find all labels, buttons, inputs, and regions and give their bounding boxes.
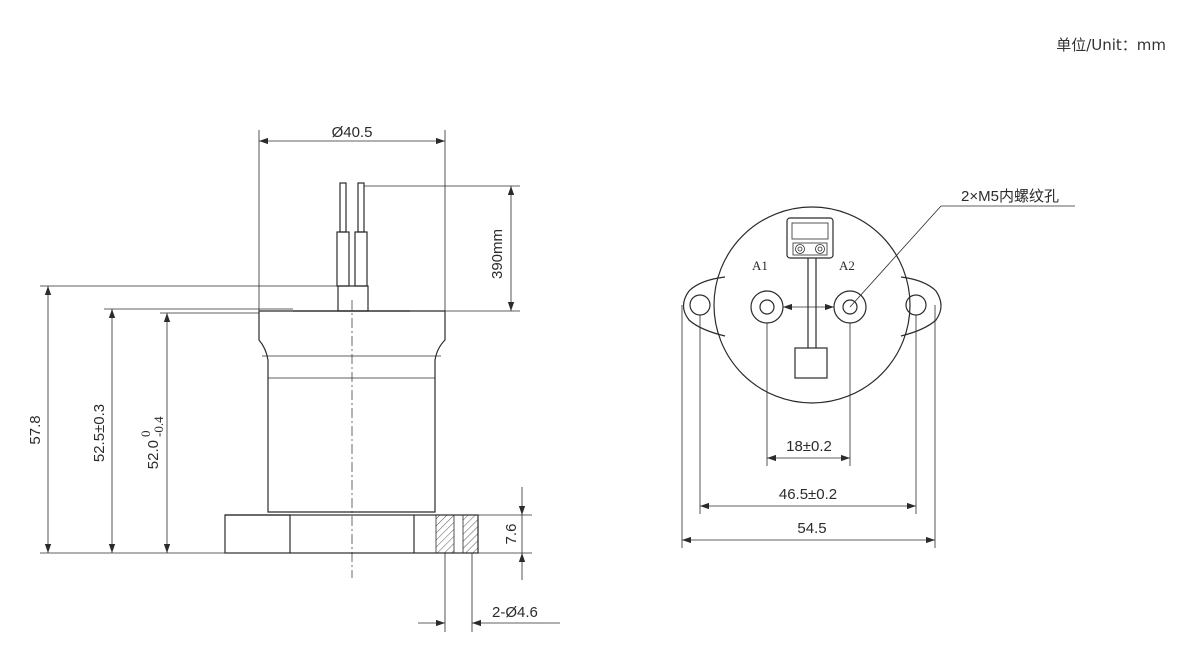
dim-mount-holes: 2-Ø4.6 <box>492 604 538 621</box>
connector-pin-left <box>795 244 805 254</box>
dim-height-inner-upper-tol: 0 <box>138 431 153 438</box>
side-view: Ø40.5 390mm 57.8 52.5±0.3 52.0 0 -0.4 7.… <box>27 124 560 632</box>
dim-diameter-top: Ø40.5 <box>332 124 373 141</box>
hole-section-hatch-left <box>435 514 455 554</box>
terminal-a1-inner <box>759 299 775 315</box>
body-outline <box>258 310 446 513</box>
connector-pin-right <box>815 244 825 254</box>
lead-wire-left <box>339 182 347 233</box>
mount-hole-left <box>689 294 711 316</box>
mount-ear-right <box>900 276 942 337</box>
connector-window <box>791 222 829 240</box>
lead-wire-sleeve-right <box>354 231 368 287</box>
dim-height-inner-main: 52.0 <box>145 440 162 469</box>
connector-pin-left-inner <box>797 246 803 252</box>
dim-lead-length: 390mm <box>489 229 506 279</box>
dim-height-body: 52.5±0.3 <box>91 404 108 462</box>
bottom-tab <box>794 347 828 379</box>
dim-hole-spacing: 46.5±0.2 <box>779 486 837 503</box>
thread-note: 2×M5内螺纹孔 <box>961 188 1059 205</box>
connector-base <box>792 242 828 256</box>
connector-pin-right-inner <box>817 246 823 252</box>
dim-overall-width: 54.5 <box>797 520 826 537</box>
mount-ear-left <box>682 276 726 337</box>
terminal-a1-outer <box>750 290 784 324</box>
lead-wire-sleeve-left <box>336 231 350 287</box>
dim-terminal-spacing: 18±0.2 <box>786 438 832 455</box>
connector-block <box>786 217 834 259</box>
lead-wire-right <box>357 182 365 233</box>
hole-section-hatch-right <box>462 514 479 554</box>
thread-leader-line <box>849 205 942 308</box>
dim-flange-height: 7.6 <box>503 524 520 545</box>
top-view: A1 A2 2×M5内螺纹孔 18±0.2 46.5±0.2 54.5 <box>681 188 1075 548</box>
terminal-a1-label: A1 <box>752 258 768 273</box>
mount-hole-right <box>905 294 927 316</box>
lead-terminal-block <box>337 285 369 312</box>
dim-height-total: 57.8 <box>27 415 44 444</box>
terminal-a2-label: A2 <box>839 258 855 273</box>
terminal-a2-inner <box>842 299 858 315</box>
unit-label: 单位/Unit：mm <box>1056 36 1166 54</box>
top-body-circle <box>713 206 911 404</box>
dim-height-inner-lower-tol: -0.4 <box>151 416 166 437</box>
dim-inner-height-group: 52.0 0 -0.4 <box>138 416 166 469</box>
